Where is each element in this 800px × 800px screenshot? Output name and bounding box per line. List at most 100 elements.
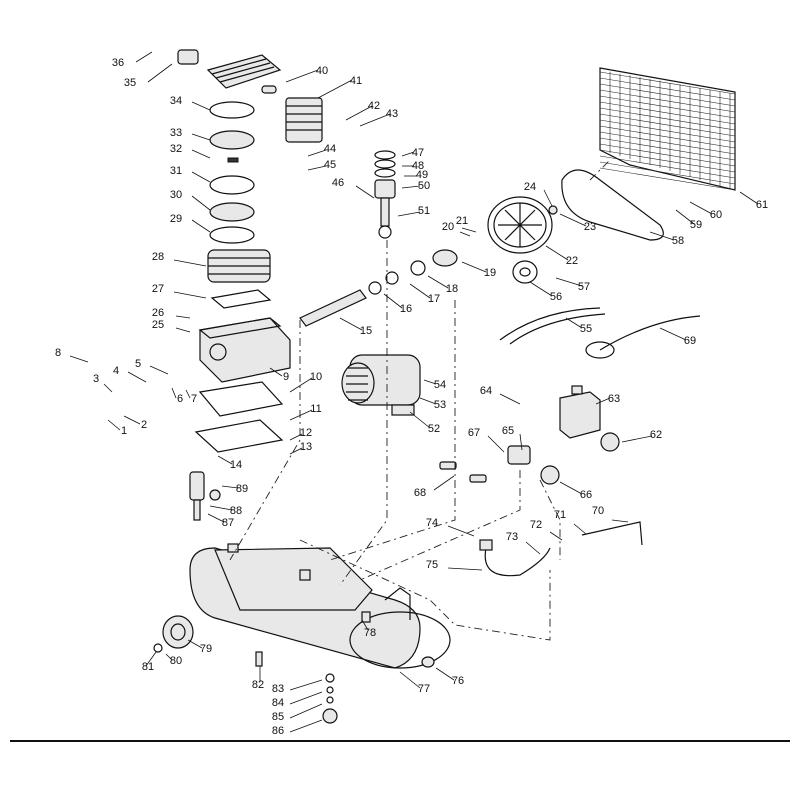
callout-81: 81: [142, 651, 157, 673]
callout-number: 61: [756, 199, 768, 211]
callout-leader: [123, 415, 141, 425]
callout-number: 7: [191, 393, 197, 405]
callout-number: 21: [456, 215, 468, 227]
callout-number: 76: [452, 675, 464, 687]
callout-67: 67: [468, 427, 505, 453]
callout-22: 22: [545, 245, 578, 267]
callout-leader: [649, 231, 675, 241]
callout-leader: [419, 397, 437, 405]
callout-leader: [359, 113, 391, 127]
callout-50: 50: [401, 180, 430, 192]
callout-leader: [355, 185, 375, 199]
callout-number: 70: [592, 505, 604, 517]
callout-80: 80: [165, 653, 182, 667]
callout-1: 1: [107, 419, 127, 437]
callout-number: 63: [608, 393, 620, 405]
callout-70: 70: [592, 505, 629, 523]
callout-number: 2: [141, 419, 147, 431]
callout-42: 42: [345, 100, 380, 121]
callout-number: 43: [386, 108, 398, 120]
callout-8: 8: [55, 347, 89, 363]
callout-number: 17: [428, 293, 440, 305]
callout-leader: [165, 653, 173, 661]
callout-59: 59: [675, 209, 702, 231]
callout-number: 87: [222, 517, 234, 529]
air-tank: [189, 543, 451, 669]
callout-leader: [107, 419, 121, 431]
callout-leader: [427, 275, 449, 289]
callout-number: 75: [426, 559, 438, 571]
flywheel: [487, 196, 558, 254]
callout-leader: [185, 389, 191, 399]
callout-leader: [209, 505, 233, 511]
callout-33: 33: [170, 127, 211, 141]
callout-52: 52: [409, 411, 440, 435]
callout-45: 45: [307, 159, 336, 171]
callout-number: 45: [324, 159, 336, 171]
callout-number: 64: [480, 385, 492, 397]
callout-leader: [289, 433, 303, 441]
callout-leader: [191, 149, 211, 159]
callout-leader: [611, 519, 629, 523]
callout-53: 53: [419, 397, 446, 411]
callout-number: 22: [566, 255, 578, 267]
callout-leader: [435, 667, 455, 681]
callout-leader: [739, 191, 759, 205]
callout-19: 19: [461, 261, 496, 279]
callout-number: 78: [364, 627, 376, 639]
callout-47: 47: [401, 147, 424, 159]
callout-49: 49: [404, 169, 428, 181]
callout-leader: [401, 151, 415, 157]
callout-number: 42: [368, 100, 380, 112]
callout-69: 69: [659, 327, 696, 347]
callout-leader: [307, 165, 327, 171]
callout-leader: [145, 651, 157, 667]
callout-leader: [285, 69, 319, 83]
delivery-hose: [484, 547, 551, 577]
callout-60: 60: [689, 201, 722, 221]
plug-cable: [585, 315, 701, 359]
callout-number: 56: [550, 291, 562, 303]
callout-leader: [447, 567, 483, 571]
hose-fitting: [479, 539, 493, 551]
motor-pulley: [512, 260, 538, 284]
callout-number: 31: [170, 165, 182, 177]
callout-number: 53: [434, 399, 446, 411]
callout-number: 33: [170, 127, 182, 139]
callout-83: 83: [272, 679, 323, 695]
callout-leader: [659, 327, 687, 341]
callout-77: 77: [399, 671, 430, 695]
callout-leader: [171, 387, 177, 399]
callout-leader: [191, 195, 211, 211]
callout-leader: [289, 409, 313, 421]
callout-leader: [461, 227, 477, 233]
cylinder-head-stack: [177, 49, 323, 453]
callout-number: 77: [418, 683, 430, 695]
callout-75: 75: [426, 559, 483, 571]
callout-leader: [559, 481, 583, 495]
callout-68: 68: [414, 475, 455, 499]
callout-leader: [289, 447, 303, 455]
callout-number: 85: [272, 711, 284, 723]
callout-5: 5: [135, 358, 169, 375]
callout-number: 24: [524, 181, 536, 193]
callout-13: 13: [289, 441, 312, 455]
callout-7: 7: [185, 389, 197, 405]
callout-number: 25: [152, 319, 164, 331]
callout-leader: [675, 209, 695, 225]
callout-44: 44: [307, 143, 336, 157]
callout-number: 35: [124, 77, 136, 89]
callout-number: 41: [350, 75, 362, 87]
callout-36: 36: [112, 51, 153, 69]
callout-leader: [127, 371, 147, 383]
callout-leader: [487, 435, 505, 453]
v-belt: [561, 169, 664, 241]
callout-55: 55: [565, 317, 592, 335]
callout-leader: [217, 455, 233, 465]
callout-25: 25: [152, 319, 191, 333]
callout-leader: [409, 283, 431, 299]
callout-leader: [519, 433, 523, 451]
callout-leader: [175, 315, 191, 319]
callout-3: 3: [93, 373, 113, 393]
